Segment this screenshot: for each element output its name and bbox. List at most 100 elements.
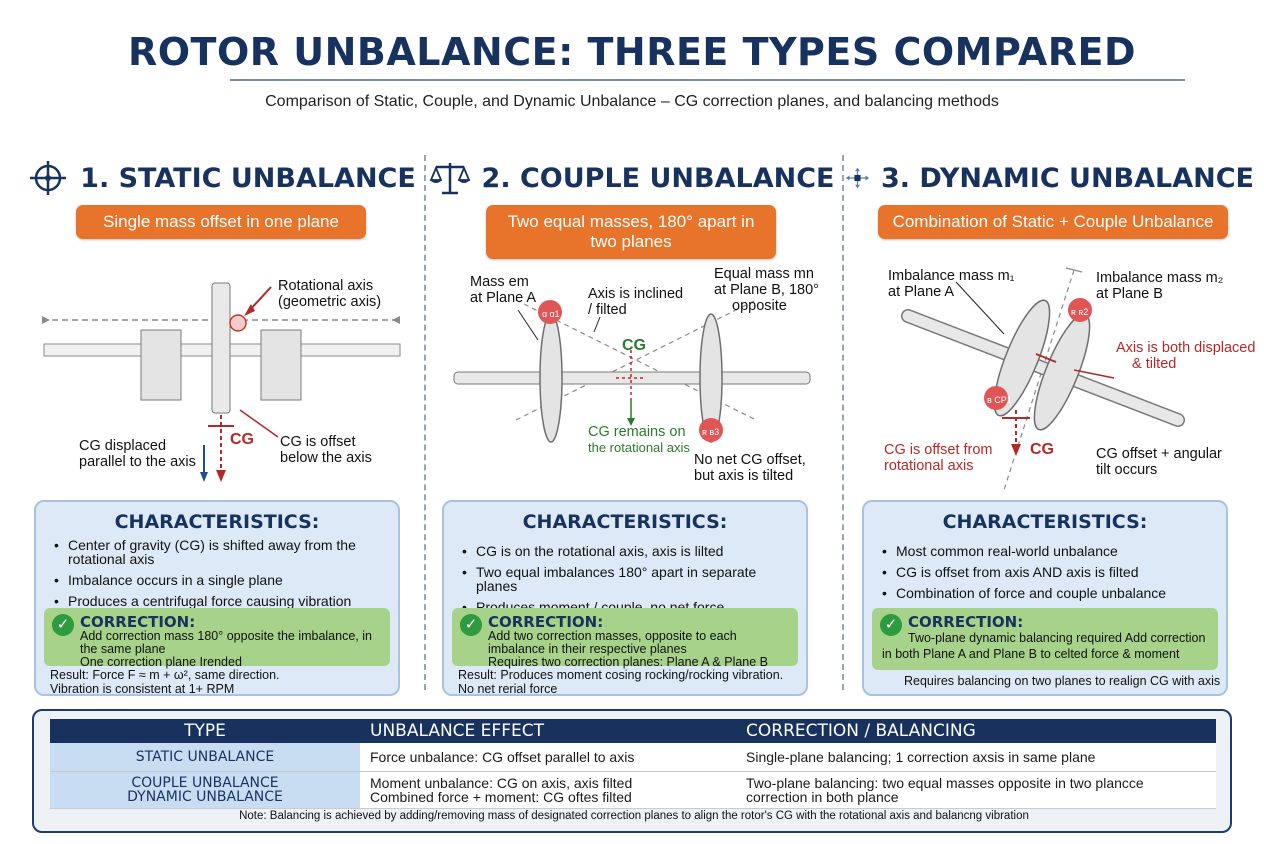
mass-a-mark: ʙ CP1 <box>987 395 1012 405</box>
mass-plane-b <box>699 418 723 442</box>
correction-title: CORRECTION: <box>80 613 196 631</box>
list-item: CG is on the rotational axis, axis is li… <box>462 544 798 558</box>
table-note: Note: Balancing is achieved by adding/re… <box>239 810 1029 822</box>
table-cell: Moment unbalance: CG on axis, axis filte… <box>360 771 736 790</box>
table-cell: Force unbalance: CG offset parallel to a… <box>360 743 736 772</box>
static-diagram: Rotational axis (geometric axis) CG CG d… <box>16 260 426 500</box>
couple-rotor-svg <box>453 299 811 443</box>
table-header-row: TYPE UNBALANCE EFFECT CORRECTION / BALAN… <box>50 719 1216 743</box>
correction-text: in both Plane A and Plane B to celted fo… <box>882 647 1180 661</box>
cg-offset-label-2: rotational axis <box>884 458 974 474</box>
characteristics-list: CG is on the rotational axis, axis is li… <box>462 544 798 621</box>
list-item: Center of gravity (CG) is shifted away f… <box>54 538 390 566</box>
correction-text: Add two correction masses, opposite to e… <box>488 629 737 656</box>
table-cell: COUPLE UNBALANCE <box>50 771 360 790</box>
correction-box: ✓ CORRECTION: Add two correction masses,… <box>452 608 798 669</box>
page-subtitle: Comparison of Static, Couple, and Dynami… <box>265 93 999 110</box>
mass-a-label-2: at Plane A <box>470 290 537 306</box>
column-header: CORRECTION / BALANCING <box>736 719 1216 743</box>
panel-divider <box>842 155 844 690</box>
static-rotor-svg <box>42 282 401 482</box>
dynamic-heading: 3. DYNAMIC UNBALANCE <box>844 158 1254 198</box>
plane-a-disk <box>539 313 563 443</box>
table-cell: Single-plane balancing; 1 correction axs… <box>736 743 1216 772</box>
dynamic-rotor-svg <box>901 267 1185 491</box>
couple-pill: Two equal masses, 180° apart in two plan… <box>486 205 776 259</box>
title-underline <box>230 79 1185 81</box>
couple-panel: 2. COUPLE UNBALANCE Two equal masses, 18… <box>426 150 836 696</box>
m1-pointer <box>955 281 1005 335</box>
plane-a-disk <box>993 299 1051 417</box>
list-item: Combination of force and couple unbalanc… <box>882 586 1218 600</box>
check-icon: ✓ <box>880 614 902 636</box>
static-characteristics: CHARACTERISTICS: Center of gravity (CG) … <box>34 500 400 696</box>
m2-label-2: at Plane B <box>1096 286 1163 302</box>
correction-title: CORRECTION: <box>908 613 1024 631</box>
summary-table: TYPE UNBALANCE EFFECT CORRECTION / BALAN… <box>50 719 1216 809</box>
summary-table-container: TYPE UNBALANCE EFFECT CORRECTION / BALAN… <box>32 709 1232 833</box>
axis-label-sub: (geometric axis) <box>278 294 382 310</box>
correction-box: ✓ CORRECTION: Two-plane dynamic balancin… <box>872 608 1218 670</box>
arrows-icon <box>845 167 870 189</box>
table-cell: Combined force + moment: CG oftes filted <box>360 789 736 809</box>
table-row: COUPLE UNBALANCE Moment unbalance: CG on… <box>50 771 1216 790</box>
cg-arrowhead <box>216 470 226 482</box>
correction-box: ✓ CORRECTION: Add correction mass 180° o… <box>44 608 390 669</box>
result-text: Result: Force F ≈ m + ω², same direction… <box>50 668 280 682</box>
rotor-disk <box>211 282 231 414</box>
bearing-right <box>260 329 302 401</box>
cg-displaced-label: CG displaced <box>79 438 167 454</box>
both-label-2: & tilted <box>1132 356 1177 372</box>
m1-label: Imbalance mass m₁ <box>888 268 1015 284</box>
mass-a-mark: ɑ ɑ1 <box>542 309 560 319</box>
correction-title: CORRECTION: <box>488 613 604 631</box>
mass-a-label: Mass em <box>470 274 529 290</box>
result-text: Result: Produces moment cosing rocking/r… <box>458 668 784 682</box>
page-title: ROTOR UNBALANCE: THREE TYPES COMPARED <box>127 30 1137 74</box>
dynamic-title: 3. DYNAMIC UNBALANCE <box>880 162 1254 194</box>
mass-b-label-2: at Plane B, 180° <box>714 282 819 298</box>
inclined-label-2: / filted <box>588 302 627 318</box>
correction-text: Requires two correction planes: Plane A … <box>488 655 769 669</box>
check-icon: ✓ <box>460 614 482 636</box>
tilt-label-2: tilt occurs <box>1096 462 1158 478</box>
cg-label: CG <box>1030 441 1054 458</box>
result-text: Vibration is consistent at 1+ RPM <box>50 682 235 696</box>
mass-plane-b <box>1068 298 1092 322</box>
characteristics-list: Center of gravity (CG) is shifted away f… <box>54 538 390 615</box>
correction-text: Two-plane dynamic balancing required Add… <box>908 631 1206 645</box>
no-net-label: No net CG offset, <box>694 452 806 468</box>
static-title: 1. STATIC UNBALANCE <box>80 162 416 194</box>
check-icon: ✓ <box>52 614 74 636</box>
characteristics-title: CHARACTERISTICS: <box>522 511 728 533</box>
correction-text: One correction plane Irended <box>80 655 242 669</box>
list-item: Imbalance occurs in a single plane <box>54 573 390 587</box>
static-pill: Single mass offset in one plane <box>76 205 366 239</box>
mass-b-mark: ʀ ʙ3 <box>702 427 720 437</box>
bearing-left <box>140 329 182 401</box>
dynamic-panel: 3. DYNAMIC UNBALANCE Combination of Stat… <box>844 150 1255 696</box>
list-item: Most common real-world unbalance <box>882 544 1218 558</box>
couple-diagram: Mass em at Plane A Axis is inclined / fi… <box>426 260 836 500</box>
shaft <box>453 371 811 385</box>
correction-text: Add correction mass 180° opposite the im… <box>80 629 372 656</box>
list-item: CG is offset from axis AND axis is filte… <box>882 565 1218 579</box>
mass-b-label-3: opposite <box>732 298 787 314</box>
cg-remains-arrowhead <box>627 418 635 426</box>
cg-remains-label: CG remains on <box>588 424 686 440</box>
mass-b-mark: ʀ ʀ2 <box>1071 307 1089 317</box>
balance-scale-icon <box>429 163 470 195</box>
dynamic-characteristics: CHARACTERISTICS: Most common real-world … <box>862 500 1228 696</box>
table-cell: Two-plane balancing: two equal masses op… <box>736 771 1216 790</box>
cg-arrowhead <box>1011 444 1021 456</box>
column-header: UNBALANCE EFFECT <box>360 719 736 743</box>
list-item: Two equal imbalances 180° apart in separ… <box>462 565 798 593</box>
mass-a-pointer <box>517 309 539 341</box>
dynamic-pill: Combination of Static + Couple Unbalance <box>878 205 1228 239</box>
mass-b-label: Equal mass mn <box>714 266 814 282</box>
list-item: Produces a centrifugal force causing vib… <box>54 594 390 608</box>
characteristics-list: Most common real-world unbalance CG is o… <box>882 544 1218 607</box>
cg-offset-label: CG is offset <box>280 434 356 450</box>
tilt-label: CG offset + angular <box>1096 446 1222 462</box>
cg-offset-label-2: below the axis <box>280 450 372 466</box>
